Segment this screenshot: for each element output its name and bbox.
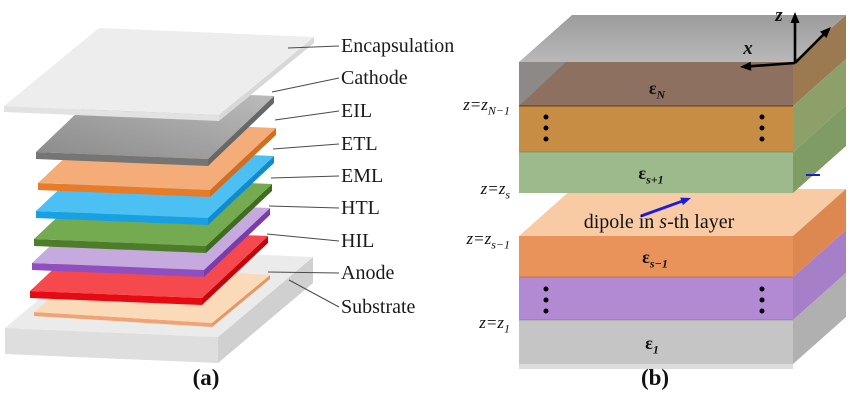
dipole-annotation: dipole in s-th layer [583, 211, 735, 233]
upper-band-2-side-face [793, 105, 846, 193]
layer-hil-side-face [202, 236, 268, 305]
leader-line-cathode [271, 77, 340, 93]
leader-line-encapsulation [287, 45, 340, 49]
z-label-1: z=z1 [479, 313, 510, 336]
layer-anode-side-face [212, 275, 270, 327]
layer-eml-front-face [34, 239, 206, 253]
lower-band-0-front-face [519, 236, 793, 277]
label-substrate: Substrate [341, 296, 416, 318]
ellipsis-dot [759, 136, 765, 142]
layer-etl-side-face [208, 156, 274, 225]
leader-line-eml [270, 175, 340, 179]
layer-eil-front-face [38, 183, 210, 197]
block-bottom-edge [519, 364, 793, 369]
eps-label-s1: εs+1 [638, 163, 664, 187]
axis-x-arrow-shaft [745, 61, 796, 68]
label-etl: ETL [341, 133, 378, 155]
lower-band-1-side-face [793, 230, 846, 320]
layer-eil-side-face [210, 128, 276, 197]
label-eml: EML [341, 165, 384, 187]
leader-line-htl [268, 205, 340, 209]
leader-line-hil [266, 233, 340, 242]
leader-line-etl [272, 143, 340, 150]
label-hil: HIL [341, 230, 375, 252]
upper-band-1-front-face [519, 106, 793, 152]
ellipsis-dot [543, 136, 549, 142]
layer-htl-side-face [204, 208, 270, 277]
layer-encapsulation-side-face [219, 37, 314, 121]
s-layer-top-face [519, 189, 846, 236]
caption-a: (a) [192, 365, 220, 390]
ellipsis-dot [543, 125, 549, 131]
ellipsis-dot [759, 125, 765, 131]
layer-cathode-front-face [36, 152, 208, 166]
layer-encapsulation-top-face [4, 28, 314, 115]
upper-band-0-side-face [793, 15, 846, 106]
upper-band-1-side-face [793, 59, 846, 152]
ellipsis-dot [543, 286, 549, 292]
label-htl: HTL [341, 197, 380, 219]
axis-x-arrow-head [740, 61, 752, 71]
layer-etl-front-face [36, 211, 208, 225]
ellipsis-dot [759, 286, 765, 292]
layer-hil-front-face [30, 291, 202, 305]
dipole-arrow-shaft [640, 198, 687, 218]
lower-band-2-front-face [519, 320, 793, 364]
eps-n-left-gray-wedge [519, 62, 566, 106]
layer-anode-front-face [34, 312, 212, 327]
layer-substrate-side-face [218, 257, 313, 363]
axis-label-z: z [775, 5, 783, 26]
label-eil: EIL [341, 100, 373, 122]
leader-line-eil [274, 110, 340, 121]
layer-encapsulation-front-face [4, 106, 219, 121]
layer-eml-side-face [206, 184, 272, 253]
upper-band-0-front-face [519, 62, 793, 106]
layer-substrate-front-face [5, 328, 218, 363]
ellipsis-dot [759, 308, 765, 314]
eps-label-n: εN [648, 78, 666, 102]
ellipsis-dot [543, 297, 549, 303]
axis-y-arrow-shaft [794, 29, 829, 64]
ellipsis-dot [543, 114, 549, 120]
z-label-n-1: z=zN−1 [463, 95, 510, 118]
z-label-s: z=zs [480, 179, 510, 202]
axis-z-arrow-head [790, 12, 800, 23]
layer-htl-front-face [32, 263, 204, 277]
eps-label-sm1: εs−1 [642, 247, 668, 271]
label-anode: Anode [341, 262, 395, 284]
upper-band-2-front-face [519, 152, 793, 193]
caption-b: (b) [640, 365, 670, 390]
z-label-s-1: z=zs−1 [466, 229, 510, 252]
label-encapsulation: Encapsulation [341, 35, 455, 57]
label-cathode: Cathode [341, 67, 408, 89]
dipole-arrow-head [680, 197, 691, 206]
ellipsis-dot [543, 308, 549, 314]
axis-label-x: x [743, 38, 753, 59]
upper-block-top-face [519, 15, 846, 62]
layer-cathode-side-face [208, 96, 274, 166]
leader-line-anode [267, 271, 340, 274]
ellipsis-dot [759, 297, 765, 303]
axis-y-arrow-head [820, 27, 831, 38]
leader-line-substrate [288, 279, 340, 308]
ellipsis-dot [759, 114, 765, 120]
lower-band-2-side-face [793, 273, 846, 364]
lower-band-0-side-face [793, 189, 846, 277]
eps-label-1: ε1 [645, 333, 659, 357]
lower-band-1-front-face [519, 277, 793, 320]
